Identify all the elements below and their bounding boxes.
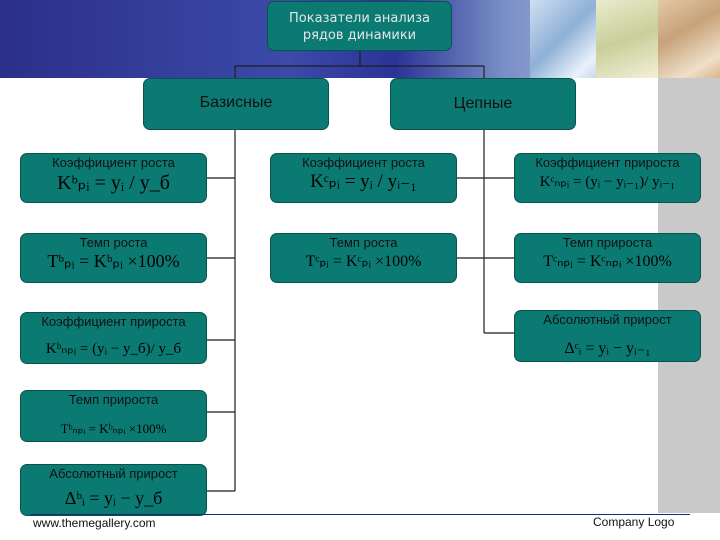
chain-growth-rate-formula: Tᶜₚᵢ = Kᶜₚᵢ ×100% bbox=[271, 251, 456, 271]
basic-abs-increase-formula: Δᵇᵢ = yᵢ − y_б bbox=[21, 488, 206, 509]
chain-abs-increase-label: Абсолютный прирост bbox=[515, 312, 700, 327]
basic-growth-coef-label: Коэффициент роста bbox=[21, 155, 206, 170]
chain-growth-rate-box: Темп роста Tᶜₚᵢ = Kᶜₚᵢ ×100% bbox=[270, 233, 457, 283]
chain-increase-rate-formula: Tᶜₙₚᵢ = Kᶜₙₚᵢ ×100% bbox=[515, 251, 700, 271]
basic-growth-coef-formula: Kᵇₚᵢ = yᵢ / y_б bbox=[21, 170, 206, 195]
title-box: Показатели анализа рядов динамики bbox=[267, 1, 452, 51]
basic-growth-rate-box: Темп роста Tᵇₚᵢ = Kᵇₚᵢ ×100% bbox=[20, 233, 207, 283]
chain-increase-coef-label: Коэффициент прироста bbox=[515, 155, 700, 170]
basic-growth-rate-label: Темп роста bbox=[21, 235, 206, 250]
branch-chain-label: Цепные bbox=[391, 95, 575, 113]
basic-increase-coef-formula: Kᵇₙₚᵢ = (yᵢ − y_б)/ y_б bbox=[21, 339, 206, 358]
basic-increase-coef-label: Коэффициент прироста bbox=[21, 314, 206, 329]
chain-growth-coef-label: Коэффициент роста bbox=[271, 155, 456, 170]
chain-increase-rate-label: Темп прироста bbox=[515, 235, 700, 250]
basic-abs-increase-box: Абсолютный прирост Δᵇᵢ = yᵢ − y_б bbox=[20, 464, 207, 516]
footer-divider bbox=[30, 514, 690, 515]
basic-abs-increase-label: Абсолютный прирост bbox=[21, 466, 206, 481]
title-text: Показатели анализа рядов динамики bbox=[268, 2, 451, 44]
chain-abs-increase-box: Абсолютный прирост Δᶜᵢ = yᵢ − yᵢ₋₁ bbox=[514, 310, 701, 362]
branch-basic-label: Базисные bbox=[144, 94, 328, 112]
chain-increase-coef-formula: Kᶜₙₚᵢ = (yᵢ − yᵢ₋₁)/ yᵢ₋₁ bbox=[515, 172, 700, 191]
footer-company-logo: Company Logo bbox=[593, 515, 674, 529]
basic-increase-rate-box: Темп прироста Tᵇₙₚᵢ = Kᵇₙₚᵢ ×100% bbox=[20, 390, 207, 442]
basic-increase-rate-label: Темп прироста bbox=[21, 392, 206, 407]
chain-growth-coef-formula: Kᶜₚᵢ = yᵢ / yᵢ₋₁ bbox=[271, 170, 456, 193]
chain-increase-rate-box: Темп прироста Tᶜₙₚᵢ = Kᶜₙₚᵢ ×100% bbox=[514, 233, 701, 283]
basic-growth-coef-box: Коэффициент роста Kᵇₚᵢ = yᵢ / y_б bbox=[20, 153, 207, 203]
basic-growth-rate-formula: Tᵇₚᵢ = Kᵇₚᵢ ×100% bbox=[21, 251, 206, 272]
branch-basic-box: Базисные bbox=[143, 78, 329, 130]
chain-growth-rate-label: Темп роста bbox=[271, 235, 456, 250]
branch-chain-box: Цепные bbox=[390, 78, 576, 130]
basic-increase-coef-box: Коэффициент прироста Kᵇₙₚᵢ = (yᵢ − y_б)/… bbox=[20, 312, 207, 364]
chain-growth-coef-box: Коэффициент роста Kᶜₚᵢ = yᵢ / yᵢ₋₁ bbox=[270, 153, 457, 203]
basic-increase-rate-formula: Tᵇₙₚᵢ = Kᵇₙₚᵢ ×100% bbox=[21, 421, 206, 437]
chain-abs-increase-formula: Δᶜᵢ = yᵢ − yᵢ₋₁ bbox=[515, 338, 700, 358]
chain-increase-coef-box: Коэффициент прироста Kᶜₙₚᵢ = (yᵢ − yᵢ₋₁)… bbox=[514, 153, 701, 203]
footer-website[interactable]: www.themegallery.com bbox=[33, 516, 155, 530]
